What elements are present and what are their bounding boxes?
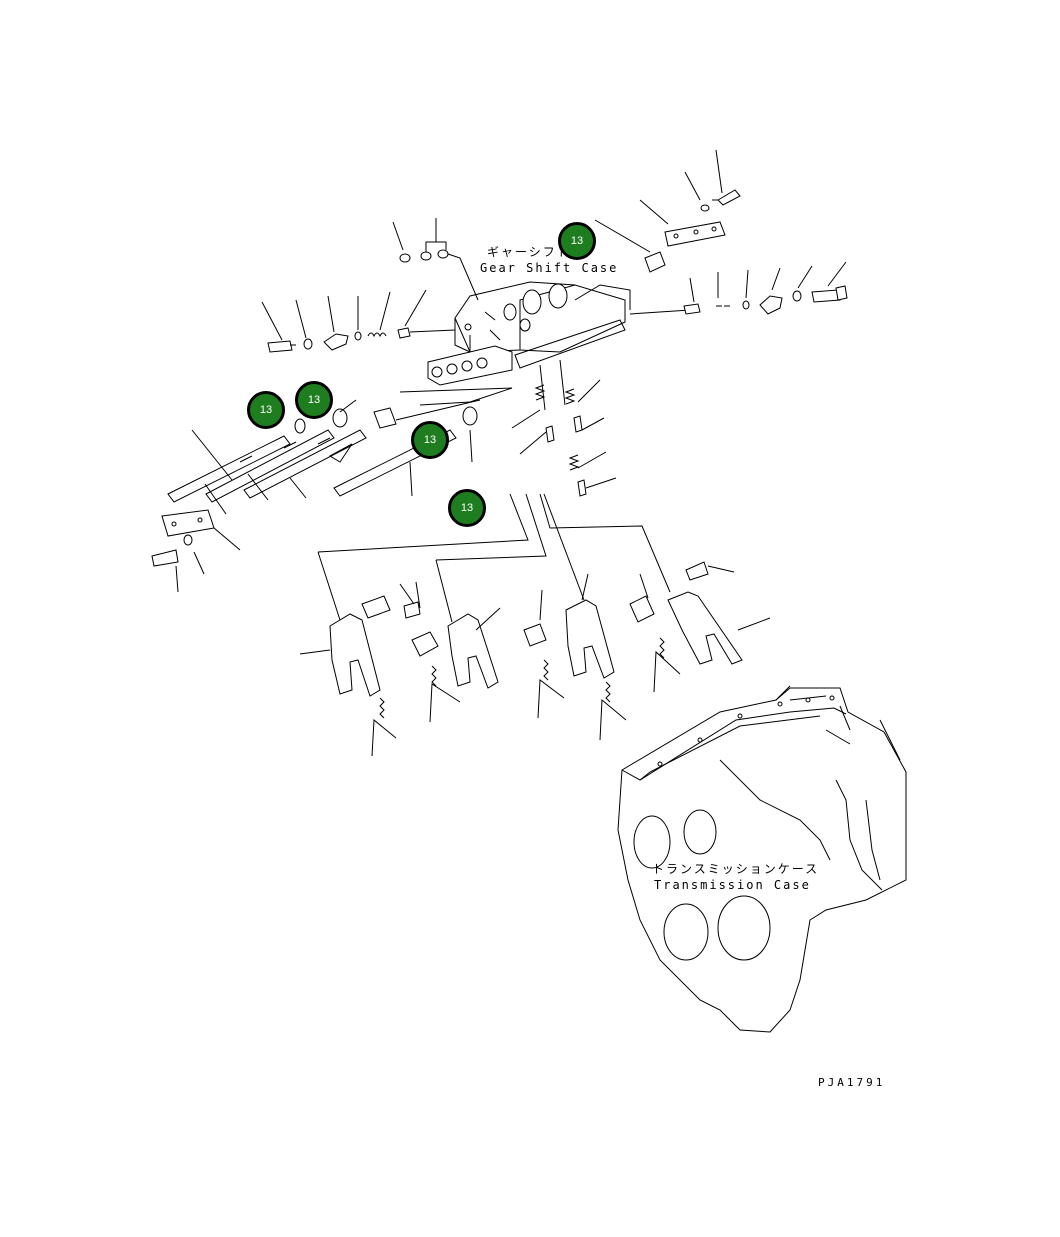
shift-forks (329, 561, 743, 697)
part-reference-marker[interactable]: 13 (411, 421, 449, 459)
detent-springs (511, 379, 617, 497)
drawing-code: PJA1791 (818, 1076, 886, 1089)
gear-shift-case-label-jp: ギャーシフト (487, 245, 571, 259)
fork-leader-lines (317, 493, 671, 623)
transmission-case-label-jp: トランスミッションケース (652, 862, 820, 876)
left-fittings-row (261, 289, 456, 353)
part-reference-marker[interactable]: 13 (558, 222, 596, 260)
transmission-case-label-en: Transmission Case (654, 878, 811, 892)
top-cover-parts (594, 149, 741, 273)
fork-bolts (299, 565, 771, 757)
gear-shift-case-label-en: Gear Shift Case (480, 261, 619, 275)
part-reference-marker[interactable]: 13 (295, 381, 333, 419)
transmission-case (617, 685, 907, 1033)
right-fittings-row (629, 261, 848, 315)
top-left-fittings (392, 218, 479, 301)
part-reference-marker[interactable]: 13 (448, 489, 486, 527)
gear-shift-case (454, 281, 631, 411)
part-reference-marker[interactable]: 13 (247, 391, 285, 429)
lower-left-cover (151, 509, 241, 593)
shift-rod-block (399, 345, 513, 406)
